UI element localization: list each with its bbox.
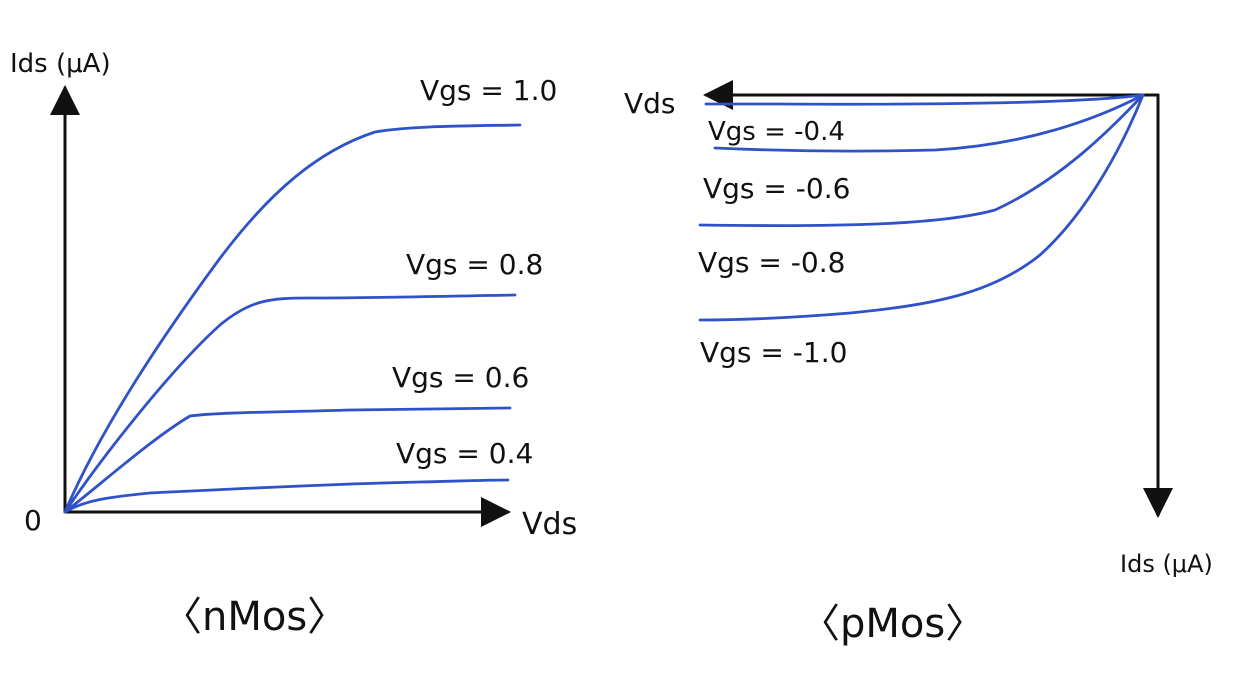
pmos-vgs--0.6-curve: [713, 93, 1145, 153]
pmos-vgs--0.6-label: Vgs = -0.6: [703, 172, 850, 205]
nmos-chart: Ids (μA) Vds 0 Vgs = 1.0 Vgs = 0.8 Vgs =…: [10, 49, 577, 640]
nmos-vgs-0.6-curve: [63, 406, 512, 514]
nmos-vgs-0.4-curve: [63, 478, 510, 514]
pmos-chart: Vds Ids (μA) Vgs = -0.4 Vgs = -0.6 Vgs =…: [624, 80, 1213, 647]
nmos-vgs-0.8-curve: [63, 293, 517, 514]
pmos-vgs--0.8-label: Vgs = -0.8: [698, 246, 845, 279]
nmos-title: 〈nMos〉: [162, 594, 347, 640]
pmos-vgs--1.0-curve: [698, 93, 1145, 322]
pmos-vgs--1.0-label: Vgs = -1.0: [700, 336, 847, 369]
pmos-x-axis-label: Vds: [624, 87, 676, 120]
pmos-vgs--0.4-curve: [704, 93, 1145, 106]
nmos-x-axis-label: Vds: [522, 507, 577, 542]
nmos-y-axis-label: Ids (μA): [10, 49, 111, 79]
pmos-vgs--0.4-label: Vgs = -0.4: [708, 117, 845, 147]
nmos-vgs-1.0-label: Vgs = 1.0: [420, 74, 557, 107]
nmos-vgs-1.0-curve: [63, 123, 522, 514]
pmos-y-axis-label: Ids (μA): [1120, 550, 1213, 578]
nmos-vgs-0.6-label: Vgs = 0.6: [392, 361, 529, 394]
nmos-vgs-0.8-label: Vgs = 0.8: [406, 248, 543, 281]
nmos-origin-label: 0: [24, 504, 42, 537]
nmos-vgs-0.4-label: Vgs = 0.4: [396, 437, 533, 470]
pmos-vgs--0.8-curve: [698, 93, 1145, 228]
pmos-title: 〈pMos〉: [800, 601, 985, 647]
